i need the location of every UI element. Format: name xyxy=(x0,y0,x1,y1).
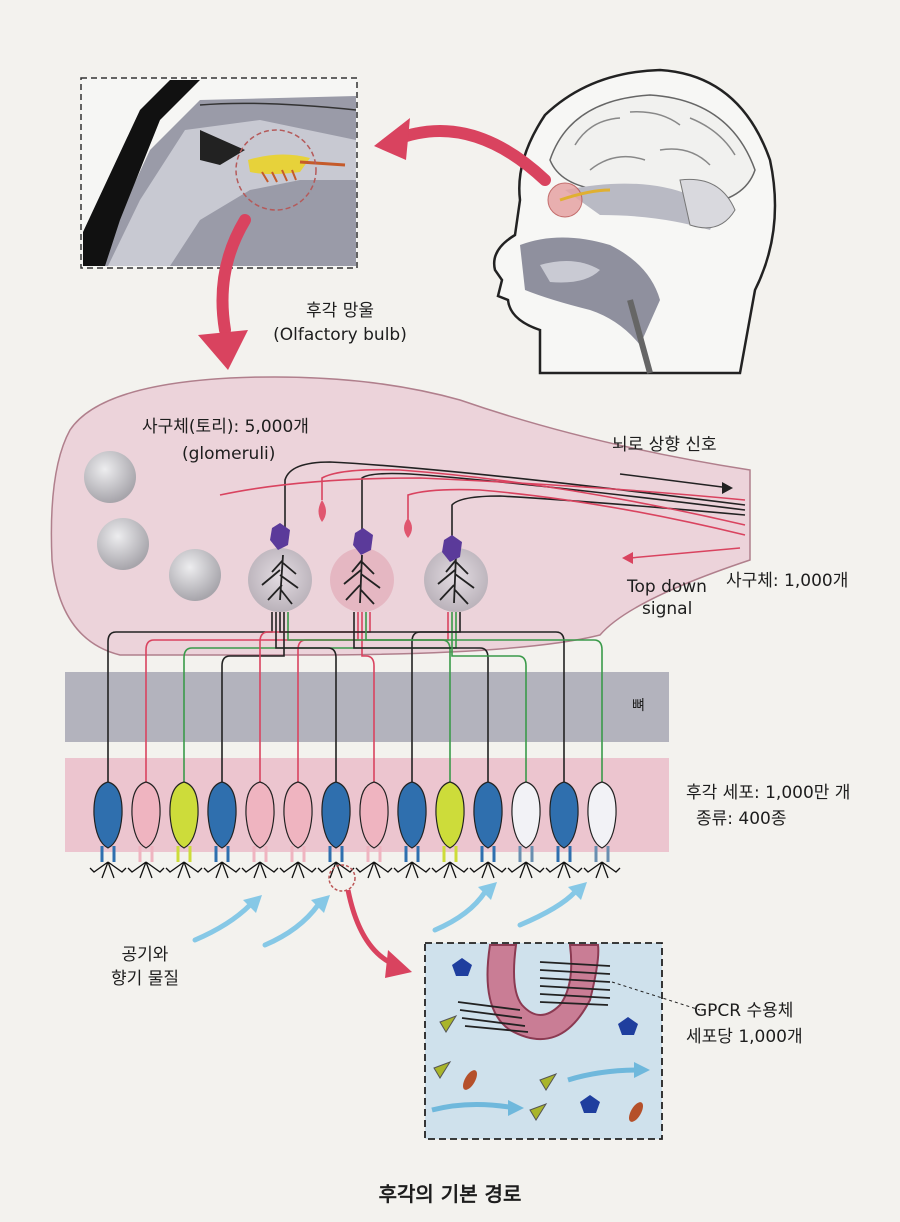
bone-band xyxy=(65,672,669,742)
upward-signal-arrowhead-icon xyxy=(722,482,733,494)
zoom-arrow-icon xyxy=(389,125,551,186)
receptor-axon xyxy=(365,612,603,785)
glomeruli-label-en: (glomeruli) xyxy=(182,444,276,464)
receptor-neuron-icon xyxy=(203,781,241,879)
glomeruli-balls xyxy=(84,451,221,601)
glomerulus-ball xyxy=(169,549,221,601)
glomeruli-count-label: 사구체: 1,000개 xyxy=(726,571,849,591)
receptor-cells xyxy=(89,781,621,879)
receptor-axon xyxy=(353,612,489,785)
bulb-arrow-icon xyxy=(216,214,251,336)
top-down-arrowhead-icon xyxy=(622,552,633,564)
bulb-arrowhead-icon xyxy=(198,330,248,370)
receptor-neuron-icon xyxy=(241,781,279,879)
gpcr-label-2: 세포당 1,000개 xyxy=(686,1027,803,1047)
air-label-2: 향기 물질 xyxy=(111,969,179,989)
head-sagittal-icon xyxy=(492,68,777,375)
receptor-axons xyxy=(107,612,603,785)
glomeruli-label-ko: 사구체(토리): 5,000개 xyxy=(142,417,309,437)
bulb-label-en: (Olfactory bulb) xyxy=(273,325,407,345)
bulb-label-ko: 후각 망울 xyxy=(306,301,374,321)
receptor-neuron-icon xyxy=(583,781,621,879)
zoom-arrowhead-icon xyxy=(374,118,410,160)
mitral-cell-icon xyxy=(270,523,462,562)
olfactory-bulb xyxy=(50,376,751,656)
glomerulus-icon xyxy=(248,548,312,612)
bone-label: 뼈 xyxy=(632,698,645,714)
receptor-axon xyxy=(183,612,457,785)
receptor-axon xyxy=(275,612,337,785)
receptor-neuron-icon xyxy=(127,781,165,879)
top-down-arrow-icon xyxy=(629,547,741,559)
receptor-neuron-icon xyxy=(507,781,545,879)
receptor-axon xyxy=(361,612,375,785)
receptor-neuron-icon xyxy=(431,781,469,879)
upward-signal-label: 뇌로 상향 신호 xyxy=(612,435,717,455)
glomerulus-ball xyxy=(97,518,149,570)
receptor-axon xyxy=(107,612,273,785)
receptor-neuron-icon xyxy=(89,781,127,879)
air-label-1: 공기와 xyxy=(121,945,169,965)
receptor-axon xyxy=(221,612,285,785)
receptor-neuron-icon xyxy=(393,781,431,879)
glomerulus-ball xyxy=(84,451,136,503)
glomerulus-icon xyxy=(330,548,394,612)
top-down-label-2: signal xyxy=(642,599,693,619)
top-down-label-1: Top down xyxy=(627,577,707,597)
gpcr-receptor-icon xyxy=(457,1001,529,1033)
gpcr-arrowhead-icon xyxy=(385,950,412,978)
gpcr-receptor-icon xyxy=(539,961,611,1006)
gpcr-inset xyxy=(424,942,663,1140)
cells-label: 후각 세포: 1,000만 개 xyxy=(686,783,851,803)
glomerulus-icon xyxy=(424,548,488,612)
airflow-arrow-icon xyxy=(192,889,578,948)
gpcr-label-1: GPCR 수용체 xyxy=(694,1001,794,1021)
granule-cell-icon xyxy=(318,500,412,538)
receptor-axon xyxy=(451,612,527,785)
receptor-neuron-icon xyxy=(469,781,507,879)
types-label: 종류: 400종 xyxy=(696,809,787,829)
receptor-axon xyxy=(279,612,565,785)
upward-signal-arrow-icon xyxy=(619,473,731,489)
output-axons xyxy=(219,461,746,545)
receptor-axon xyxy=(145,612,359,785)
receptor-neuron-icon xyxy=(317,781,355,879)
receptor-axon xyxy=(259,612,371,785)
odorant-molecule-icon xyxy=(433,958,643,1122)
receptor-neuron-icon xyxy=(355,781,393,879)
receptor-neuron-icon xyxy=(545,781,583,879)
receptor-neuron-icon xyxy=(279,781,317,879)
receptor-neuron-icon xyxy=(165,781,203,879)
nasal-inset xyxy=(80,77,358,269)
airflow-arrowhead-icon xyxy=(243,882,587,913)
zoom-circle-icon xyxy=(328,864,356,892)
figure-caption: 후각의 기본 경로 xyxy=(378,1182,522,1206)
